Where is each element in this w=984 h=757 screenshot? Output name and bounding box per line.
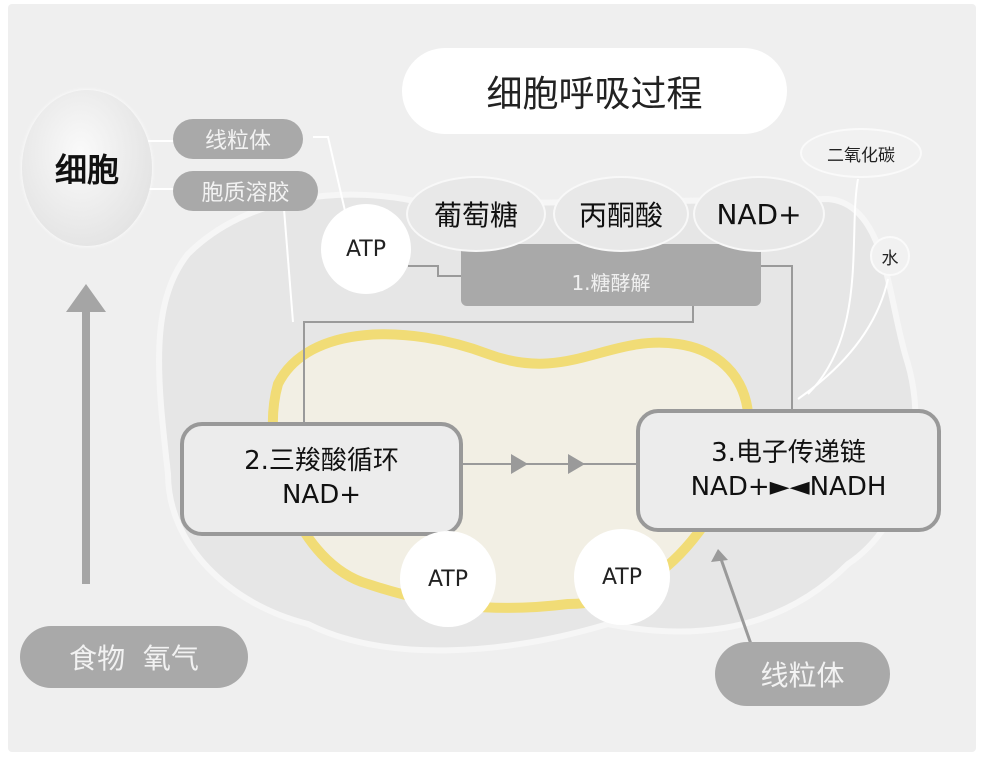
etc-sub: NAD+►◄NADH [690, 471, 887, 502]
atp-glycolysis: ATP [321, 204, 411, 294]
etc-title: 3.电子传递链 [711, 437, 866, 468]
tag-mitochondria: 线粒体 [173, 119, 303, 159]
krebs-title: 2.三羧酸循环 [244, 446, 399, 477]
cell-icon: 细胞 [22, 90, 152, 246]
inputs-label: 食物 氧气 [20, 626, 248, 688]
diagram: 细胞呼吸过程 细胞 线粒体 胞质溶胶 1.糖酵解 葡萄糖 丙酮酸 NAD+ AT… [8, 4, 976, 752]
glucose: 葡萄糖 [406, 176, 546, 252]
water-output: 水 [870, 236, 910, 276]
glycolysis-box: 1.糖酵解 [461, 244, 761, 306]
mitochondria-label: 线粒体 [715, 642, 890, 706]
atp-etc: ATP [574, 529, 670, 625]
up-arrow-head [66, 284, 106, 312]
pyruvate: 丙酮酸 [553, 176, 689, 252]
atp-krebs: ATP [400, 531, 496, 627]
krebs-sub: NAD+ [281, 480, 362, 510]
tag-cytosol: 胞质溶胶 [173, 171, 318, 211]
co2-output: 二氧化碳 [800, 128, 922, 178]
page-title: 细胞呼吸过程 [402, 48, 787, 134]
nad-plus: NAD+ [693, 176, 825, 252]
